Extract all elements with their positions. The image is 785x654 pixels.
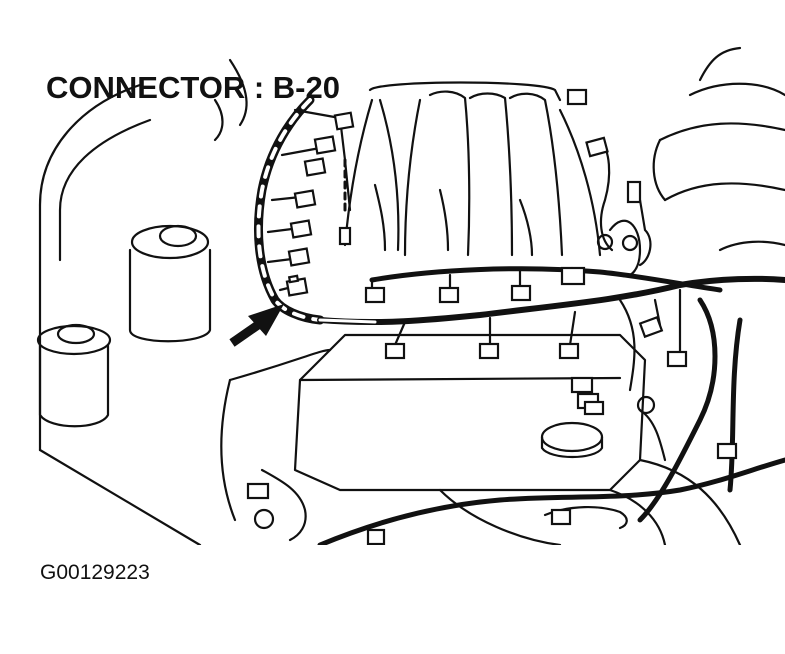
connector-block — [585, 136, 609, 158]
connector-block — [287, 247, 311, 267]
connector-block — [583, 400, 605, 416]
connector-block — [246, 482, 270, 500]
connector-block — [666, 350, 688, 368]
valve-cover — [220, 333, 742, 547]
connector-block — [626, 180, 642, 204]
arrow-pointer-icon — [229, 304, 284, 347]
intake-manifold — [343, 81, 602, 257]
connector-callout-label: CONNECTOR : B-20 — [46, 70, 340, 105]
ground-terminal — [253, 233, 656, 530]
connector-block — [384, 342, 406, 360]
connector-block — [289, 219, 313, 239]
connector-block — [338, 226, 352, 246]
connector-block — [638, 315, 664, 339]
connector-block — [716, 442, 738, 460]
wiring-harness-left — [254, 95, 352, 325]
connector-block — [510, 284, 532, 302]
connector-group — [246, 88, 738, 546]
radiator-hose — [652, 46, 785, 252]
connector-b-20 — [285, 274, 309, 297]
connector-block — [293, 189, 317, 209]
figure-id: G00129223 — [40, 561, 150, 584]
connector-block — [303, 157, 327, 177]
connector-block — [366, 528, 386, 546]
connector-block — [570, 376, 594, 394]
connector-block — [550, 508, 572, 526]
connector-block — [364, 286, 386, 304]
body-panel-outline — [38, 58, 248, 547]
connector-block — [438, 286, 460, 304]
wiring-harness-lower — [260, 408, 785, 548]
connector-block — [313, 135, 337, 155]
connector-block — [478, 342, 500, 360]
connector-block — [333, 111, 355, 131]
strut-tower-front — [128, 224, 212, 343]
connector-block — [566, 88, 588, 106]
connector-block — [560, 266, 586, 286]
strut-tower-rear — [36, 323, 112, 428]
wiring-harness-main — [317, 138, 785, 523]
connector-block — [558, 342, 580, 360]
